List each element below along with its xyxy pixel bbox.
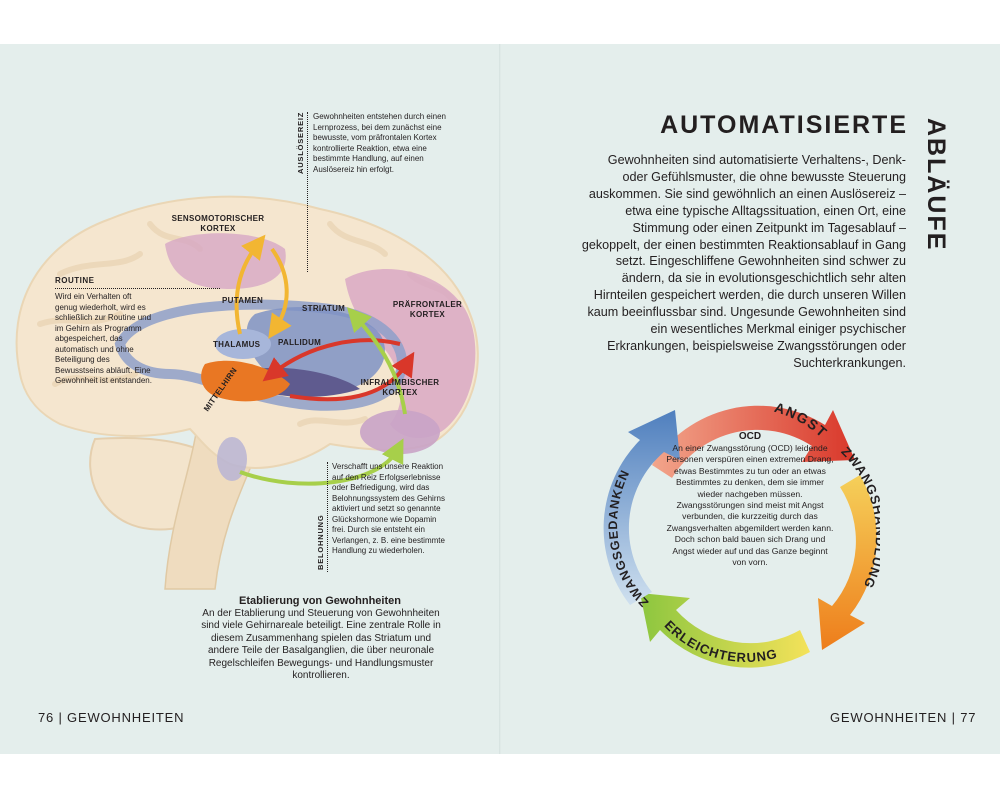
ocd-title: OCD — [738, 431, 762, 442]
folio-right: GEWOHNHEITEN | 77 — [830, 710, 977, 725]
yellow-loop-down — [268, 247, 292, 339]
book-gutter — [499, 44, 501, 754]
yellow-loop-up — [234, 234, 266, 335]
green-arrow-striatum — [346, 307, 407, 415]
red-arrow-thalamus — [262, 338, 401, 382]
ocd-cycle-diagram: ANGST ZWANGSHANDLUNG ERLEICHTERUNG ZWANG… — [603, 399, 880, 668]
mittelhirn-region — [217, 437, 247, 481]
brain-illustration — [15, 195, 479, 590]
caption-title: Etablierung von Gewohnheiten — [239, 595, 401, 607]
label-text: SENSOMOTORISCHER KORTEX — [171, 214, 265, 233]
belohnung-text: Verschafft uns unsere Reaktion auf den R… — [332, 462, 445, 555]
basal-ganglia-loop — [114, 299, 407, 411]
putamen-region — [215, 329, 271, 359]
cycle-segment-zwangshandlung — [818, 475, 877, 650]
red-arrow-prefrontal — [289, 351, 415, 402]
cycle-segment-erleichterung — [640, 593, 810, 668]
routine-heading: ROUTINE — [55, 276, 95, 285]
intro-paragraph: Gewohnheiten sind automatisierte Verhalt… — [581, 153, 906, 370]
label-thalamus: THALAMUS — [213, 340, 261, 349]
label-infralimbischer-kortex: INFRALIMBISCHER KORTEX — [360, 378, 440, 397]
label-sensomotorischer-kortex: SENSOMOTORISCHER KORTEX — [168, 214, 268, 234]
page-title-vertical: ABLÄUFE — [922, 118, 950, 252]
cycle-segment-zwangsgedanken — [603, 410, 680, 605]
page-title-horizontal: AUTOMATISIERTE — [660, 111, 908, 139]
belohnung-heading: BELOHNUNG — [316, 514, 325, 570]
ausloesereiz-text: Gewohnheiten entstehen durch einen Lernp… — [313, 112, 446, 174]
infralimbischer-cortex-region — [360, 410, 440, 454]
routine-text: Wird ein Verhalten oft genug wiederholt,… — [55, 292, 152, 385]
ausloesereiz-heading: AUSLÖSEREIZ — [296, 111, 305, 174]
ocd-text: An einer Zwangsstörung (OCD) leidende Pe… — [666, 443, 834, 568]
green-arrow-infralimbic — [239, 438, 404, 486]
label-praefrontaler-kortex: PRÄFRONTALER KORTEX — [392, 300, 463, 319]
label-pallidum: PALLIDUM — [278, 338, 322, 347]
routine-leader-line — [55, 288, 220, 289]
cycle-segment-angst — [652, 405, 855, 478]
folio-left: 76 | GEWOHNHEITEN — [38, 710, 185, 725]
belohnung-leader-line — [327, 462, 328, 572]
caption-text: An der Etablierung und Steuerung von Gew… — [201, 608, 441, 682]
label-striatum: STRIATUM — [302, 304, 346, 313]
ausloesereiz-leader-line — [307, 112, 308, 272]
label-putamen: PUTAMEN — [222, 296, 264, 305]
